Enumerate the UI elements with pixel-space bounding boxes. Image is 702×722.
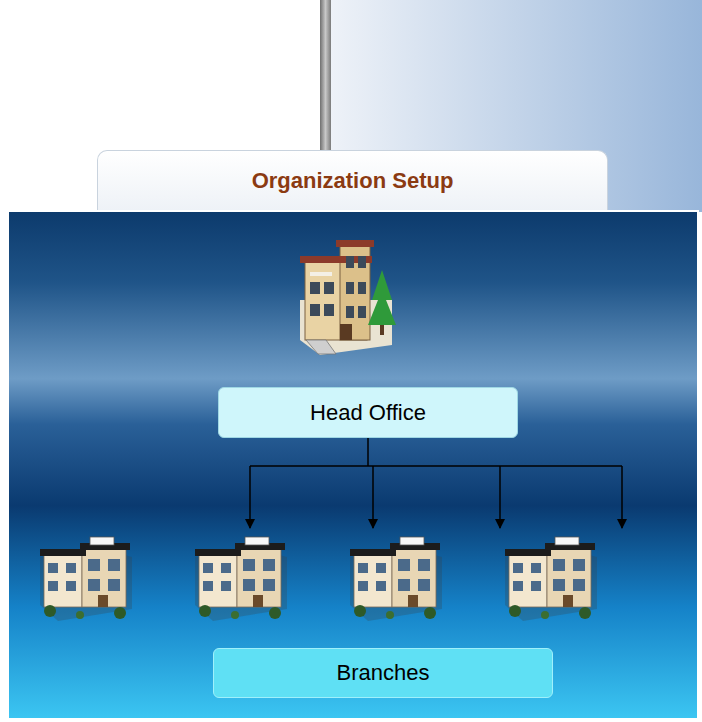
gray-bar: [320, 0, 331, 160]
label-box: Branches: [213, 648, 553, 698]
connector-segment: [499, 466, 501, 528]
branch-building: [40, 537, 132, 621]
tree-connector: [250, 438, 622, 528]
branches-group: Branches: [20, 528, 690, 708]
branch-building: [505, 537, 597, 621]
branch-building: [195, 537, 287, 621]
node-label: Head Office: [310, 400, 426, 426]
connector-segment: [367, 438, 369, 466]
connector-segment: [250, 465, 622, 467]
main-panel: [8, 211, 698, 719]
connector-segment: [621, 466, 623, 528]
connector-segment: [372, 466, 374, 528]
process-box: Head Office: [218, 387, 518, 438]
title-tab: Organization Setup: [97, 150, 608, 210]
head-office-building: [300, 240, 396, 355]
branch-building: [350, 537, 442, 621]
connector-segment: [249, 466, 251, 528]
